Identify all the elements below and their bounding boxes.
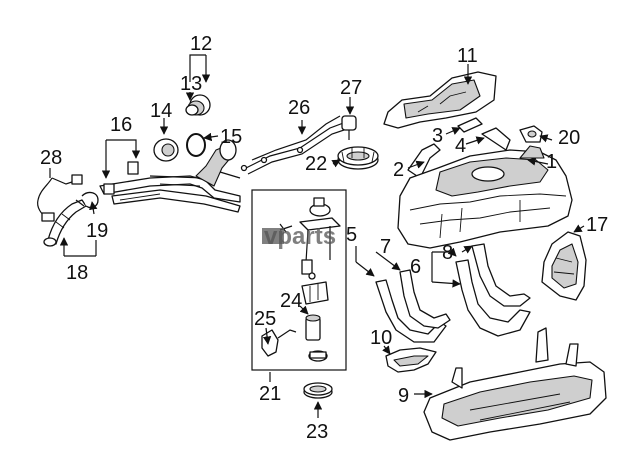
watermark-text: vparts	[264, 223, 336, 250]
callout-14: 14	[150, 100, 172, 122]
part-connector-27	[341, 115, 357, 140]
part-damper-20	[519, 125, 543, 143]
part-gasket-23	[303, 382, 333, 399]
callout-18: 18	[66, 262, 88, 284]
callout-28: 28	[40, 147, 62, 169]
part-fuel-lines-26	[240, 115, 351, 175]
part-fuel-pump-assembly	[279, 197, 341, 362]
leader-lines	[49, 54, 585, 418]
callout-5: 5	[346, 224, 357, 246]
callout-17: 17	[586, 214, 608, 236]
callout-26: 26	[288, 97, 310, 119]
part-filler-pipe-16	[99, 139, 241, 213]
part-grommet-14	[153, 138, 179, 162]
callout-21: 21	[259, 383, 281, 405]
part-heat-shield-11	[383, 71, 497, 129]
part-fuel-tank-1	[397, 145, 573, 249]
part-lock-ring-22	[337, 146, 379, 170]
callout-16: 16	[110, 114, 132, 136]
part-bracket-10	[385, 347, 437, 373]
callout-13: 13	[180, 73, 202, 95]
callout-12: 12	[190, 33, 212, 55]
part-strap-7	[375, 269, 451, 343]
callout-22: 22	[305, 153, 327, 175]
callout-11: 11	[457, 45, 478, 67]
callout-25: 25	[254, 308, 276, 330]
callout-19: 19	[86, 220, 108, 242]
callout-23: 23	[306, 421, 328, 443]
callout-3: 3	[432, 125, 443, 147]
callout-7: 7	[380, 236, 391, 258]
callout-8: 8	[442, 242, 453, 264]
callout-labels: 12 13 14 15 16 28 19 18 26 27 22 11 3 4 …	[40, 33, 608, 443]
callout-15: 15	[220, 126, 242, 148]
part-sender-wire-28	[37, 174, 83, 222]
callout-2: 2	[393, 159, 404, 181]
callout-4: 4	[455, 135, 466, 157]
callout-10: 10	[370, 327, 392, 349]
part-skid-plate-9	[423, 327, 607, 441]
part-bracket-4	[481, 127, 511, 151]
part-gasket-15	[186, 133, 206, 157]
part-strap-8	[455, 243, 531, 337]
callout-1: 1	[546, 151, 557, 173]
callout-27: 27	[340, 77, 362, 99]
callout-20: 20	[558, 127, 580, 149]
part-protector-17	[541, 231, 587, 301]
watermark-logo: vparts	[262, 223, 336, 250]
part-fuel-cap-13	[185, 94, 211, 116]
part-fuel-pump-box-21	[251, 189, 347, 371]
callout-6: 6	[410, 256, 421, 278]
callout-9: 9	[398, 385, 409, 407]
callout-24: 24	[280, 290, 302, 312]
part-bracket-3	[457, 117, 483, 133]
part-fuel-hose-18	[43, 199, 87, 247]
